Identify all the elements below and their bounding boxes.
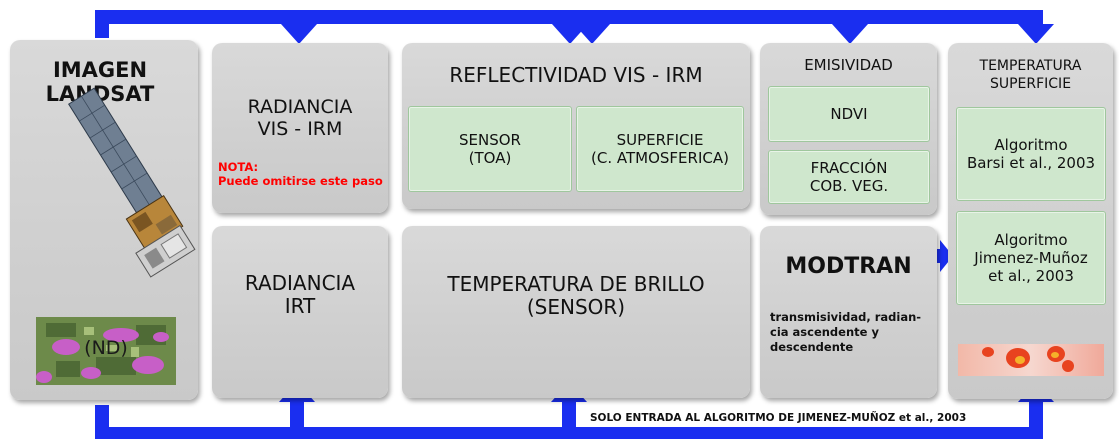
nd-image — [36, 317, 176, 385]
satellite-icon — [68, 87, 196, 278]
nd-label: (ND) — [84, 337, 128, 359]
radiancia-irt-box — [212, 226, 388, 398]
bottom-flow-bar — [95, 427, 1043, 439]
temp-superficie-title: TEMPERATURA SUPERFICIE — [979, 58, 1082, 93]
emisividad-ndvi: NDVI — [768, 86, 930, 142]
reflectividad-sensor: SENSOR (TOA) — [408, 106, 572, 192]
arrow-down-reflectividad-2 — [574, 24, 610, 44]
arrow-right-modtran — [940, 240, 953, 272]
radiancia-vis-box — [212, 43, 388, 213]
modtran-desc: transmisividad, radian- cia ascendente y… — [770, 310, 922, 354]
bottom-flow-bar-left-stub — [95, 405, 109, 439]
reflectividad-title: REFLECTIVIDAD VIS - IRM — [449, 63, 703, 87]
top-flow-bar-left-stub — [95, 10, 109, 38]
emisividad-title: EMISIVIDAD — [804, 56, 893, 74]
algoritmo-barsi: Algoritmo Barsi et al., 2003 — [956, 107, 1106, 201]
radiancia-irt-title: RADIANCIA IRT — [244, 271, 356, 318]
arrow-down-emisividad — [832, 24, 868, 44]
temp-brillo-title: TEMPERATURA DE BRILLO (SENSOR) — [447, 272, 705, 319]
radiancia-vis-note: NOTA: Puede omitirse este paso — [218, 160, 383, 189]
emisividad-fraccion: FRACCIÓN COB. VEG. — [768, 150, 930, 204]
temp-brillo-box — [402, 226, 750, 398]
modtran-title: MODTRAN — [785, 254, 912, 279]
algoritmo-jimenez-munoz: Algoritmo Jimenez-Muñoz et al., 2003 — [956, 211, 1106, 305]
modtran-box — [760, 226, 937, 398]
temperature-map-image — [958, 344, 1104, 376]
radiancia-vis-title: RADIANCIA VIS - IRM — [247, 96, 353, 140]
arrow-down-temp-superficie — [1018, 24, 1054, 44]
reflectividad-superficie: SUPERFICIE (C. ATMOSFERICA) — [576, 106, 744, 192]
arrow-down-radiancia — [281, 24, 317, 44]
footer-note: SOLO ENTRADA AL ALGORITMO DE JIMENEZ-MUÑ… — [590, 412, 967, 424]
